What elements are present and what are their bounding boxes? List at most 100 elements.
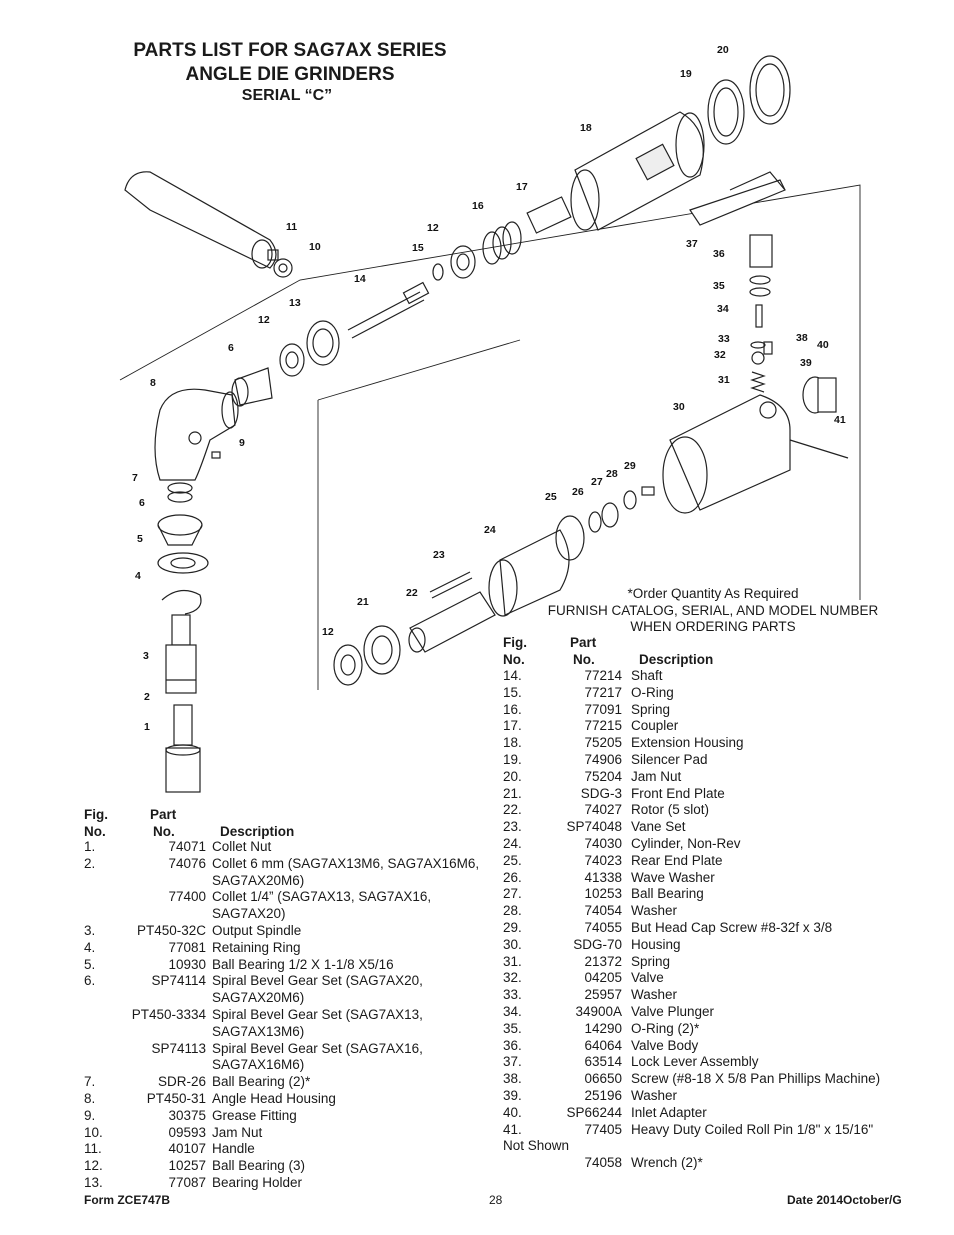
part-description: Jam Nut [212, 1124, 263, 1140]
part-description: Valve Plunger [631, 1004, 715, 1019]
part-number: 10930 [168, 956, 206, 972]
fig-number: 13. [84, 1175, 103, 1190]
fig-number: 24. [503, 836, 522, 851]
fig-number: 32. [503, 970, 522, 986]
part-description: Screw (#8-18 X 5/8 Pan Phillips Machine) [631, 1071, 881, 1087]
header-fig: Fig. [503, 635, 527, 650]
callout-18: 18 [580, 122, 592, 134]
table-row: PT450-3334 Spiral Bevel Gear Set (SAG7AX1… [84, 1007, 504, 1041]
fig-number: 6. [84, 973, 96, 989]
callout-16: 16 [472, 200, 484, 212]
part-description: O-Ring (2)* [631, 1020, 700, 1036]
header-part-no: No. [573, 652, 595, 667]
part-description: Silencer Pad [631, 752, 708, 767]
fig-number: 31. [503, 953, 522, 969]
part-number: 06650 [584, 1071, 622, 1087]
part-description: Wrench (2)* [631, 1155, 703, 1171]
part-description: Collet Nut [212, 839, 272, 854]
fig-number: 5. [84, 956, 96, 972]
fig-number: 8. [84, 1091, 96, 1106]
part-number: 77214 [584, 668, 622, 683]
shaft-part-14 [347, 281, 430, 339]
callout-36: 36 [713, 248, 725, 260]
part-number: 74054 [584, 903, 622, 919]
part-description: Rear End Plate [631, 852, 723, 868]
part-number: 41338 [584, 869, 622, 885]
part-description: Washer [631, 987, 678, 1003]
header-part-no: No. [153, 824, 175, 839]
part-description: Wave Washer [631, 869, 715, 885]
part-number: 74076 [168, 855, 206, 871]
part-number: SP66244 [566, 1104, 622, 1120]
footer-page-number: 28 [489, 1193, 503, 1207]
handle-part-11 [124, 171, 279, 269]
callout-34: 34 [717, 303, 729, 315]
callout-10: 10 [309, 241, 321, 253]
callout-12c: 12 [322, 626, 334, 638]
spring-part-16 [482, 221, 522, 265]
fig-number: 10. [84, 1124, 103, 1140]
fig-number: 30. [503, 936, 522, 952]
part-number: 77081 [168, 939, 206, 955]
output-spindle-part-3 [165, 614, 197, 694]
callout-12b: 12 [258, 314, 270, 326]
fig-number: 33. [503, 987, 522, 1003]
part-description: Ball Bearing [631, 886, 704, 902]
callout-24: 24 [484, 524, 496, 536]
part-description: Heavy Duty Coiled Roll Pin 1/8" x 15/16" [631, 1121, 874, 1137]
part-number: 77091 [584, 701, 622, 717]
fig-number: 29. [503, 920, 522, 935]
fig-number: 36. [503, 1037, 522, 1053]
bevel-gear-upper-part-6 [231, 367, 273, 407]
part-number: 74023 [584, 852, 622, 868]
part-description: Spiral Bevel Gear Set (SAG7AX20, SAG7AX2… [212, 973, 423, 1006]
callout-40: 40 [817, 339, 829, 351]
fig-number: 11. [84, 1141, 102, 1157]
part-description: Inlet Adapter [631, 1104, 707, 1120]
part-description: Collet 6 mm (SAG7AX13M6, SAG7AX16M6, SAG… [212, 855, 480, 888]
callout-14: 14 [354, 273, 366, 285]
part-number: PT450-3334 [131, 1007, 206, 1022]
part-description: Front End Plate [631, 785, 725, 801]
part-number: 40107 [168, 1141, 206, 1157]
fig-number: 7. [84, 1074, 96, 1090]
part-number: 10253 [584, 886, 622, 902]
angle-head-housing-part-8 [154, 388, 239, 481]
part-description: Output Spindle [212, 923, 302, 938]
part-number: 21372 [584, 953, 622, 969]
header-part: Part [150, 807, 177, 822]
part-description: Coupler [631, 718, 679, 734]
footer-date: Date 2014October/G [787, 1193, 902, 1207]
callout-33: 33 [718, 333, 730, 345]
part-number: 64064 [584, 1037, 622, 1053]
header-fig: Fig. [84, 807, 108, 822]
fig-number: 40. [503, 1104, 522, 1120]
callout-11: 11 [286, 221, 297, 233]
header-part: Part [570, 635, 597, 650]
fig-number: 19. [503, 752, 522, 767]
fig-number: 35. [503, 1020, 522, 1036]
callout-30: 30 [673, 401, 685, 413]
part-description: Spiral Bevel Gear Set (SAG7AX13, SAG7AX1… [212, 1007, 423, 1039]
fig-number: 15. [503, 684, 522, 700]
callout-22: 22 [406, 587, 418, 599]
fig-number: 9. [84, 1107, 96, 1123]
